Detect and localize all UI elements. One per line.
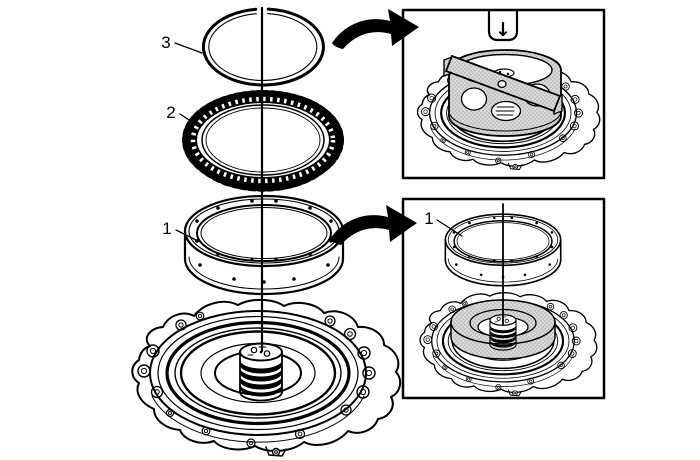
callout-1: 1 [162,219,197,241]
spring-coils [495,106,515,116]
inset-callout-1: 1 [424,209,463,237]
snap-ring-part-3 [202,7,325,87]
callout-2: 2 [166,103,199,127]
inset-top-border [401,8,606,180]
callout-3: 3 [161,33,203,54]
inset-press-tool: ↓ [401,8,606,180]
inset-ring-installation: 1 [401,197,606,400]
inset-callout-1-label: 1 [424,209,433,228]
clutch-compressor-tool [443,49,563,137]
tool-cutout-left [460,87,488,111]
callout-2-leader [179,113,199,127]
press-down-glyph: ↓ [495,19,511,41]
callout-1-label: 1 [162,219,171,238]
press-symbol-bracket [487,10,519,42]
inset-callout-1-leader [436,219,463,237]
curved-arrow-icon-top [332,9,419,49]
callout-1-leader [175,229,197,241]
ring-slots [190,96,336,184]
drum-rim-front [450,321,556,345]
inset-bottom-border [401,197,606,400]
snap-ring-inner [208,13,318,82]
backing-ring-part-1 [183,194,345,296]
callout-3-label: 3 [161,33,170,52]
snap-ring-outer [202,7,325,87]
tool-crossbar-hole [497,79,507,89]
press-down-arrow-icon: ↓ [487,10,519,42]
main-pump-hub [239,342,283,402]
callout-2-label: 2 [166,103,175,122]
callout-3-leader [174,42,203,54]
